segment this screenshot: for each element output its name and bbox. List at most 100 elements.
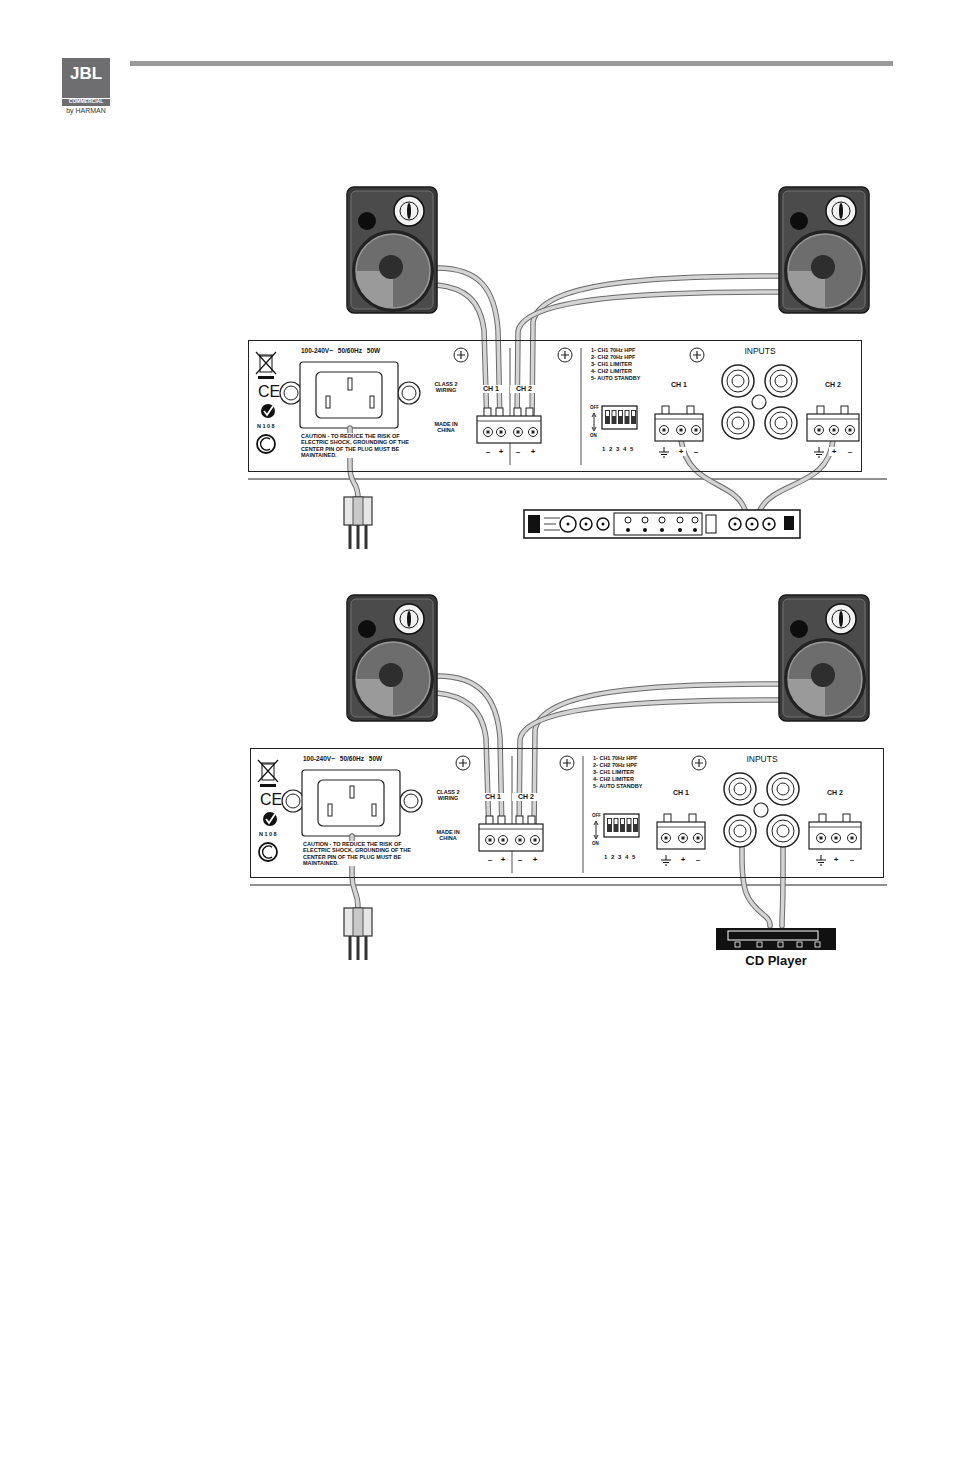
logo-band <box>62 99 110 106</box>
section-label: INPUTS <box>717 347 803 357</box>
channel-label: CH 2 <box>807 789 863 797</box>
mixer-knob <box>746 518 758 530</box>
screw-socket <box>487 431 490 434</box>
rca-jack <box>722 365 754 397</box>
terminal-screw <box>516 836 525 845</box>
rca-ring <box>729 820 751 842</box>
mount-screw <box>400 790 422 812</box>
audio-cable <box>742 848 770 926</box>
plug-prong <box>365 936 368 960</box>
mount-screw-head <box>284 386 298 400</box>
switch-knob <box>621 819 624 824</box>
terminal-screw <box>484 428 493 437</box>
terminal-edge <box>477 421 541 422</box>
terminal-edge <box>657 827 705 828</box>
wire-outline <box>519 700 779 833</box>
polarity-sign: + <box>530 855 540 864</box>
channel-label: CH 2 <box>510 385 538 393</box>
terminal-screw <box>677 426 686 435</box>
wire-outline <box>760 440 833 510</box>
mixer-control <box>692 517 698 523</box>
knob-center <box>768 523 771 526</box>
tweeter-ring <box>832 202 850 220</box>
section-divider <box>512 756 513 873</box>
player-button <box>757 942 762 947</box>
screw-socket <box>663 429 666 432</box>
terminal-block <box>655 414 703 441</box>
speaker <box>779 595 869 721</box>
plug-body <box>344 908 372 936</box>
terminal-screw <box>848 834 857 843</box>
panel-details <box>250 748 884 878</box>
switch-knob <box>634 819 637 824</box>
ground-symbol <box>816 855 826 865</box>
knob-center <box>602 523 605 526</box>
switch-knob <box>615 819 618 824</box>
tweeter-phase-plug <box>839 611 843 627</box>
origin-label: MADE IN CHINA <box>431 829 465 842</box>
terminal-screw <box>529 428 538 437</box>
tweeter-phase-plug <box>407 611 411 627</box>
woofer-surround <box>352 638 434 720</box>
terminal-edge <box>479 829 543 830</box>
screw-socket <box>680 429 683 432</box>
terminal-screw <box>499 836 508 845</box>
terminal-block <box>809 822 861 849</box>
speaker-cabinet <box>347 595 437 721</box>
wire <box>534 684 779 833</box>
plug-rib <box>353 497 363 525</box>
rca-ring <box>772 778 794 800</box>
woofer-cone <box>356 642 430 716</box>
switch-lever <box>625 410 630 424</box>
polarity-sign: – <box>513 447 523 456</box>
origin-label: MADE IN CHINA <box>429 421 463 434</box>
switch-legend: 5- AUTO STANDBY <box>593 783 642 789</box>
terminal-edge <box>807 419 859 420</box>
plug-prong <box>365 525 368 549</box>
switch-lever <box>633 818 638 832</box>
wire-outline <box>532 276 779 425</box>
switch-numbers: 1 2 3 4 5 <box>602 446 634 453</box>
wire <box>437 693 489 833</box>
mixer-knob <box>560 516 576 532</box>
speaker <box>347 187 437 313</box>
node-drawing <box>717 347 803 440</box>
polarity-sign: + <box>498 855 508 864</box>
tweeter-ring <box>400 202 418 220</box>
rca-ring <box>770 370 792 392</box>
terminal-screw <box>815 426 824 435</box>
iec-pin <box>350 786 354 798</box>
polarity-sign: + <box>831 855 841 864</box>
terminal-screw <box>531 836 540 845</box>
screw-socket <box>489 839 492 842</box>
cable-outline <box>742 848 770 926</box>
jack-nut <box>754 803 768 817</box>
mixer-section <box>614 513 702 535</box>
tweeter <box>394 196 424 226</box>
input-terminal: CH 2+– <box>805 377 863 461</box>
tweeter-ring <box>400 610 418 628</box>
cd-player: CD Player <box>710 926 844 972</box>
switch-legend: 4- CH2 LIMITER <box>593 776 634 782</box>
switch-lever <box>612 410 617 424</box>
plug-rib <box>353 908 363 936</box>
screw-socket <box>697 837 700 840</box>
section-divider <box>510 348 511 465</box>
switch-legend: 3- CH1 LIMITER <box>593 769 634 775</box>
mixer-knob <box>729 518 741 530</box>
chassis-screw <box>456 756 470 770</box>
ce-mark: CE <box>258 383 280 401</box>
switch-arrow <box>594 821 598 839</box>
mixer-control <box>625 517 631 523</box>
rca-jack <box>722 407 754 439</box>
knob-center <box>734 523 737 526</box>
switch-on: ON <box>592 841 599 846</box>
mount-screw <box>280 382 302 404</box>
rca-pin <box>732 417 744 429</box>
mount-screw <box>398 382 420 404</box>
channel-label: CH 1 <box>479 793 507 801</box>
device-label: CD Player <box>710 954 842 969</box>
terminal-screw <box>846 426 855 435</box>
wire-outline <box>681 440 745 510</box>
switch-knob <box>606 411 609 416</box>
